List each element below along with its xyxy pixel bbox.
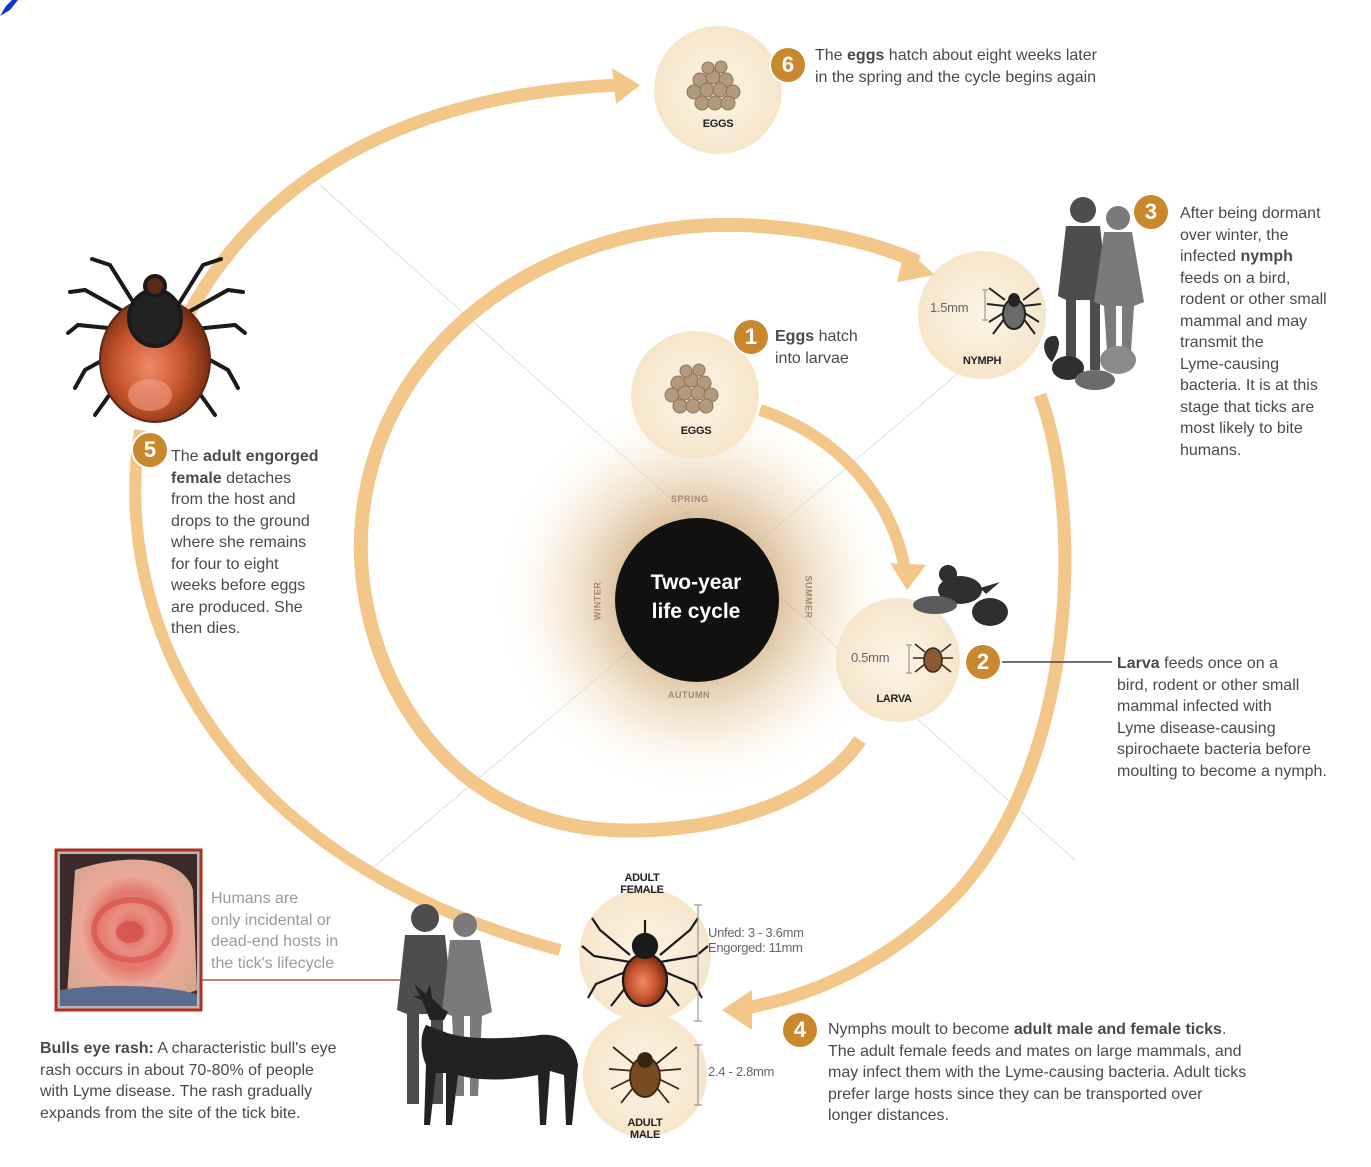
male-size: 2.4 - 2.8mm bbox=[708, 1064, 774, 1079]
step-2-line: Lyme disease-causing bbox=[1117, 718, 1367, 740]
rash-line: rash occurs in about 70-80% of people bbox=[40, 1060, 400, 1082]
step-4-bold: adult male and female ticks bbox=[1014, 1021, 1222, 1038]
step-3-line2: over winter, the bbox=[1180, 225, 1365, 247]
step-3-line: bacteria. It is at this bbox=[1180, 375, 1365, 397]
humans-note-line: the tick's lifecycle bbox=[211, 953, 391, 975]
step-2-line: bird, rodent or other small bbox=[1117, 675, 1367, 697]
humans-note-line: only incidental or bbox=[211, 910, 391, 932]
step-4-line: longer distances. bbox=[828, 1105, 1348, 1127]
step-3-line: transmit the bbox=[1180, 332, 1365, 354]
larva-size: 0.5mm bbox=[851, 650, 889, 665]
step-6-text: The eggs hatch about eight weeks later i… bbox=[815, 45, 1175, 88]
rash-line: expands from the site of the tick bite. bbox=[40, 1103, 400, 1125]
step-2-text: Larva feeds once on a bird, rodent or ot… bbox=[1117, 653, 1367, 782]
step-3-line: rodent or other small bbox=[1180, 289, 1365, 311]
season-summer: SUMMER bbox=[804, 576, 814, 619]
step-5-post2: detaches bbox=[222, 470, 291, 487]
step-3-bold: nymph bbox=[1240, 248, 1292, 265]
step-5-badge: 5 bbox=[133, 433, 167, 467]
female-size-line2: Engorged: 11mm bbox=[708, 940, 804, 955]
step-5-line: drops to the ground bbox=[171, 511, 371, 533]
step-3-line1: After being dormant bbox=[1180, 203, 1365, 225]
step-6-line2: in the spring and the cycle begins again bbox=[815, 67, 1175, 89]
step-4-line: may infect them with the Lyme-causing ba… bbox=[828, 1062, 1348, 1084]
adult-female-label-line2: FEMALE bbox=[617, 884, 667, 896]
step-4-post: . bbox=[1222, 1021, 1226, 1038]
adult-male-label-line2: MALE bbox=[622, 1129, 668, 1141]
adult-female-label: ADULT FEMALE bbox=[617, 872, 667, 896]
step-6-post: hatch about eight weeks later bbox=[884, 47, 1097, 64]
rash-bold: Bulls eye rash: bbox=[40, 1040, 154, 1057]
eggs-inner-label: EGGS bbox=[676, 425, 716, 437]
step-1-badge: 1 bbox=[734, 320, 768, 354]
step-2-after: feeds once on a bbox=[1160, 655, 1278, 672]
step-5-bold1: adult engorged bbox=[203, 448, 319, 465]
humans-silhouette-top bbox=[1058, 197, 1144, 370]
step-2-line: mammal infected with bbox=[1117, 696, 1367, 718]
rash-text: Bulls eye rash: A characteristic bull's … bbox=[40, 1038, 400, 1124]
rash-line: with Lyme disease. The rash gradually bbox=[40, 1081, 400, 1103]
step-6-badge: 6 bbox=[771, 48, 805, 82]
step-3-line: Lyme-causing bbox=[1180, 354, 1365, 376]
center-title-line1: Two-year bbox=[617, 568, 775, 597]
arrowhead-to-adult bbox=[722, 990, 752, 1030]
step-3-badge: 3 bbox=[1134, 195, 1168, 229]
step-3-text: After being dormant over winter, the inf… bbox=[1180, 203, 1365, 461]
step-6-bold: eggs bbox=[847, 47, 884, 64]
step-3-line: most likely to bite bbox=[1180, 418, 1365, 440]
step-1-bold: Eggs bbox=[775, 328, 814, 345]
step-3-line: mammal and may bbox=[1180, 311, 1365, 333]
big-engorged-tick-icon bbox=[68, 259, 245, 422]
step-3-line: feeds on a bird, bbox=[1180, 268, 1365, 290]
rash-text-first: A characteristic bull's eye bbox=[154, 1040, 337, 1057]
adult-female-label-line1: ADULT bbox=[617, 872, 667, 884]
female-size: Unfed: 3 - 3.6mm Engorged: 11mm bbox=[708, 925, 804, 955]
step-5-line: weeks before eggs bbox=[171, 575, 371, 597]
rash-photo bbox=[56, 850, 201, 1010]
step-4-line: The adult female feeds and mates on larg… bbox=[828, 1041, 1348, 1063]
season-spring: SPRING bbox=[671, 494, 709, 504]
step-5-pre: The bbox=[171, 448, 203, 465]
arrowhead-to-eggs bbox=[612, 68, 640, 104]
step-1-after: hatch bbox=[814, 328, 858, 345]
step-5-line: then dies. bbox=[171, 618, 371, 640]
step-5-line: for four to eight bbox=[171, 554, 371, 576]
adult-male-label: ADULT MALE bbox=[622, 1117, 668, 1141]
nymph-size: 1.5mm bbox=[930, 300, 968, 315]
step-1-line2: into larvae bbox=[775, 348, 858, 370]
nymph-label: NYMPH bbox=[956, 355, 1008, 367]
step-5-line: are produced. She bbox=[171, 597, 371, 619]
step-3-line: humans. bbox=[1180, 440, 1365, 462]
adult-male-label-line1: ADULT bbox=[622, 1117, 668, 1129]
step-2-line: moulting to become a nymph. bbox=[1117, 761, 1367, 783]
step-5-line: where she remains bbox=[171, 532, 371, 554]
center-title-line2: life cycle bbox=[617, 597, 775, 626]
step-6-pre: The bbox=[815, 47, 847, 64]
center-title: Two-year life cycle bbox=[617, 568, 775, 626]
step-4-badge: 4 bbox=[783, 1013, 817, 1047]
arrow-female-to-eggs bbox=[150, 85, 620, 410]
step-3-line3-pre: infected bbox=[1180, 248, 1240, 265]
step-5-bold2: female bbox=[171, 470, 222, 487]
season-autumn: AUTUMN bbox=[668, 690, 710, 700]
eggs-top-label: EGGS bbox=[698, 118, 738, 130]
step-5-line: from the host and bbox=[171, 489, 371, 511]
humans-note-line: dead-end hosts in bbox=[211, 931, 391, 953]
season-winter: WINTER bbox=[592, 582, 602, 621]
humans-note-line: Humans are bbox=[211, 888, 391, 910]
step-2-bold: Larva bbox=[1117, 655, 1160, 672]
step-1-text: Eggs hatch into larvae bbox=[775, 326, 858, 369]
female-size-line1: Unfed: 3 - 3.6mm bbox=[708, 925, 804, 940]
step-2-badge: 2 bbox=[966, 645, 1000, 679]
larva-label: LARVA bbox=[872, 693, 916, 705]
step-4-text: Nymphs moult to become adult male and fe… bbox=[828, 1019, 1348, 1127]
corner-mark bbox=[0, 0, 18, 16]
step-4-line: prefer large hosts since they can be tra… bbox=[828, 1084, 1348, 1106]
larva-tick-icon bbox=[913, 644, 953, 672]
step-2-line: spirochaete bacteria before bbox=[1117, 739, 1367, 761]
humans-note: Humans are only incidental or dead-end h… bbox=[211, 888, 391, 974]
step-5-text: The adult engorged female detaches from … bbox=[171, 446, 371, 640]
step-4-pre: Nymphs moult to become bbox=[828, 1021, 1014, 1038]
step-3-line: stage that ticks are bbox=[1180, 397, 1365, 419]
